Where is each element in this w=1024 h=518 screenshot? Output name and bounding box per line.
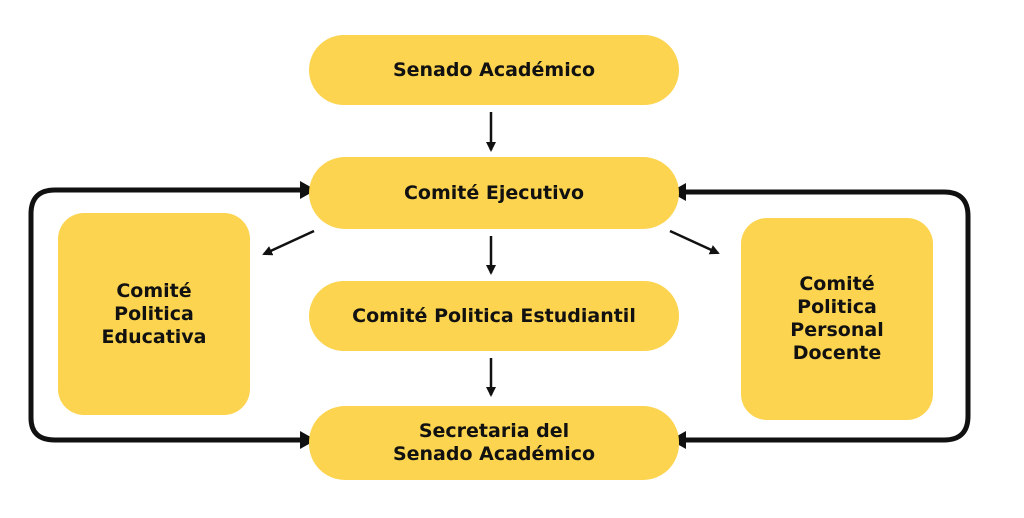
arrow-ejecutivo-to-docente xyxy=(669,229,720,255)
node-label: Comité Politica Estudiantil xyxy=(352,304,636,327)
node-label: Comité Politica Educativa xyxy=(101,279,207,348)
node-secretaria-senado-academico: Secretaria del Senado Académico xyxy=(309,406,679,480)
node-label: Secretaria del Senado Académico xyxy=(392,420,596,465)
node-comite-politica-estudiantil: Comité Politica Estudiantil xyxy=(309,281,679,351)
loop-right-connector xyxy=(684,189,971,443)
node-label: Comité Politica Personal Docente xyxy=(790,273,884,364)
node-label: Senado Académico xyxy=(392,58,596,81)
node-comite-politica-personal-docente: Comité Politica Personal Docente xyxy=(741,218,933,420)
arrow-ejecutivo-to-educativa xyxy=(262,229,315,256)
loop-left-connector xyxy=(28,187,302,443)
loop-left-arrowhead-bottom xyxy=(300,431,316,449)
node-comite-ejecutivo: Comité Ejecutivo xyxy=(309,157,679,229)
node-label: Comité Ejecutivo xyxy=(403,181,585,204)
node-senado-academico: Senado Académico xyxy=(309,35,679,105)
loop-left-arrowhead-top xyxy=(300,181,316,199)
node-comite-politica-educativa: Comité Politica Educativa xyxy=(58,213,250,415)
